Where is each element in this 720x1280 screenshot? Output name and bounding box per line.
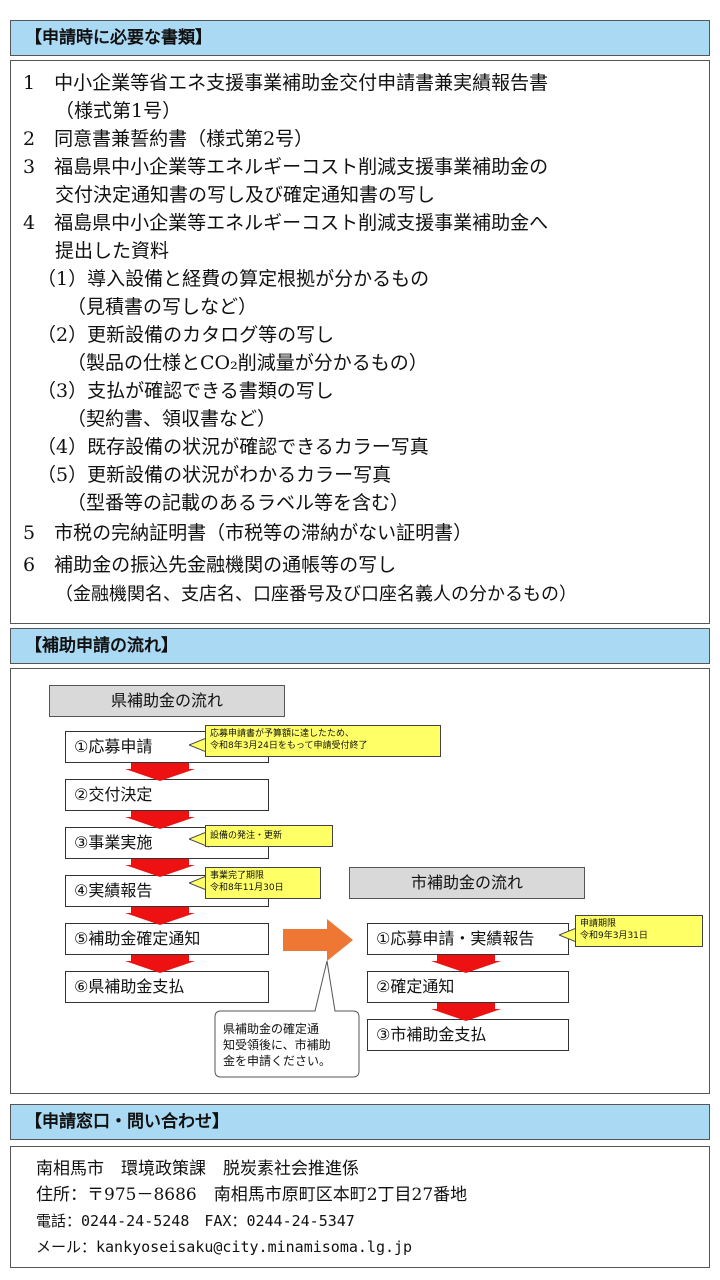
pref-step-confirm: ⑤補助金確定通知: [65, 923, 269, 955]
doc-line-1: 1 中小企業等省エネ支援事業補助金交付申請書兼実績報告書: [23, 72, 549, 94]
note-report-line1: 事業完了期限: [210, 871, 265, 881]
flow-header: 【補助申請の流れ】: [10, 628, 710, 664]
note-city-line2: 令和9年3月31日: [580, 931, 648, 941]
down-arrow-icon: [125, 811, 195, 829]
contact-address: 住所：〒975－8686 南相馬市原町区本町2丁目27番地: [36, 1185, 468, 1205]
doc-line-4-1b: （見積書の写しなど）: [67, 296, 258, 318]
documents-box: 1 中小企業等省エネ支援事業補助金交付申請書兼実績報告書 （様式第1号） 2 同…: [10, 60, 710, 624]
contact-header: 【申請窓口・問い合わせ】: [10, 1104, 710, 1140]
note-city-line1: 申請期限: [580, 919, 617, 929]
note-report-deadline: 事業完了期限 令和8年11月30日: [205, 867, 321, 899]
contact-org: 南相馬市 環境政策課 脱炭素社会推進係: [36, 1159, 359, 1179]
pref-step-payment: ⑥県補助金支払: [65, 971, 269, 1003]
doc-line-6b: （金融機関名、支店名、口座番号及び口座名義人の分かるもの）: [55, 584, 577, 605]
doc-line-4-1: （1）導入設備と経費の算定根拠が分かるもの: [37, 268, 430, 290]
callout-line2: 知受領後に、市補助: [223, 1038, 331, 1052]
city-step-payment: ③市補助金支払: [367, 1019, 569, 1051]
city-step-apply-report: ①応募申請・実績報告: [367, 923, 569, 955]
doc-line-1b: （様式第1号）: [55, 100, 182, 122]
note-apply-line1: 応募申請書が予算額に達したため、: [210, 729, 355, 739]
note-report-line2: 令和8年11月30日: [210, 883, 284, 893]
callout-line1: 県補助金の確定通: [223, 1022, 320, 1036]
doc-line-4b: 提出した資料: [55, 240, 170, 262]
city-flow-title: 市補助金の流れ: [349, 867, 585, 899]
doc-line-6: 6 補助金の振込先金融機関の通帳等の写し: [23, 554, 397, 576]
pref-step-decision: ②交付決定: [65, 779, 269, 811]
doc-line-5: 5 市税の完納証明書（市税等の滞納がない証明書）: [23, 522, 473, 544]
down-arrow-icon: [431, 955, 501, 973]
doc-line-3b: 交付決定通知書の写し及び確定通知書の写し: [55, 184, 436, 206]
doc-line-4-4: （4）既存設備の状況が確認できるカラー写真: [37, 436, 429, 458]
note-city-deadline: 申請期限 令和9年3月31日: [575, 915, 703, 947]
pref-step-report: ④実績報告: [65, 875, 269, 907]
doc-line-4: 4 福島県中小企業等エネルギーコスト削減支援事業補助金へ: [23, 212, 549, 234]
pref-flow-title: 県補助金の流れ: [49, 685, 285, 717]
callout-pointer-icon: [559, 926, 579, 944]
speech-bubble-icon: [214, 960, 360, 1078]
contact-box: [10, 1146, 710, 1268]
pref-to-city-note: 県補助金の確定通 知受領後に、市補助 金を申請ください。: [223, 1021, 331, 1069]
documents-header: 【申請時に必要な書類】: [10, 20, 710, 56]
note-implement: 設備の発注・更新: [205, 825, 333, 847]
down-arrow-icon: [125, 955, 195, 973]
down-arrow-icon: [125, 763, 195, 781]
doc-line-4-2b: （製品の仕様とCO₂削減量が分かるもの）: [67, 352, 428, 374]
callout-pointer-icon: [189, 874, 209, 892]
contact-email[interactable]: メール：kankyoseisaku@city.minamisoma.lg.jp: [36, 1238, 413, 1256]
right-arrow-icon: [283, 919, 353, 961]
down-arrow-icon: [431, 1003, 501, 1021]
callout-pointer-icon: [189, 736, 209, 754]
note-apply-line2: 令和8年3月24日をもって申請受付終了: [210, 741, 368, 751]
doc-line-3: 3 福島県中小企業等エネルギーコスト削減支援事業補助金の: [23, 156, 549, 178]
contact-phone: 電話：0244-24-5248 FAX：0244-24-5347: [36, 1212, 355, 1230]
city-step-confirm: ②確定通知: [367, 971, 569, 1003]
doc-line-4-3b: （契約書、領収書など）: [67, 408, 277, 430]
callout-line3: 金を申請ください。: [223, 1054, 332, 1068]
note-apply-closed: 応募申請書が予算額に達したため、 令和8年3月24日をもって申請受付終了: [205, 725, 441, 757]
doc-line-4-3: （3）支払が確認できる書類の写し: [37, 380, 334, 402]
flow-box: 県補助金の流れ ①応募申請 ②交付決定 ③事業実施 ④実績報告 ⑤補助金確定通知…: [10, 668, 710, 1094]
doc-line-4-2: （2）更新設備のカタログ等の写し: [37, 324, 335, 346]
down-arrow-icon: [125, 859, 195, 877]
doc-line-2: 2 同意書兼誓約書（様式第2号）: [23, 128, 314, 150]
callout-pointer-icon: [189, 830, 209, 848]
down-arrow-icon: [125, 907, 195, 925]
doc-line-4-5: （5）更新設備の状況がわかるカラー写真: [37, 464, 392, 486]
doc-line-4-5b: （型番等の記載のあるラベル等を含む）: [67, 492, 410, 514]
